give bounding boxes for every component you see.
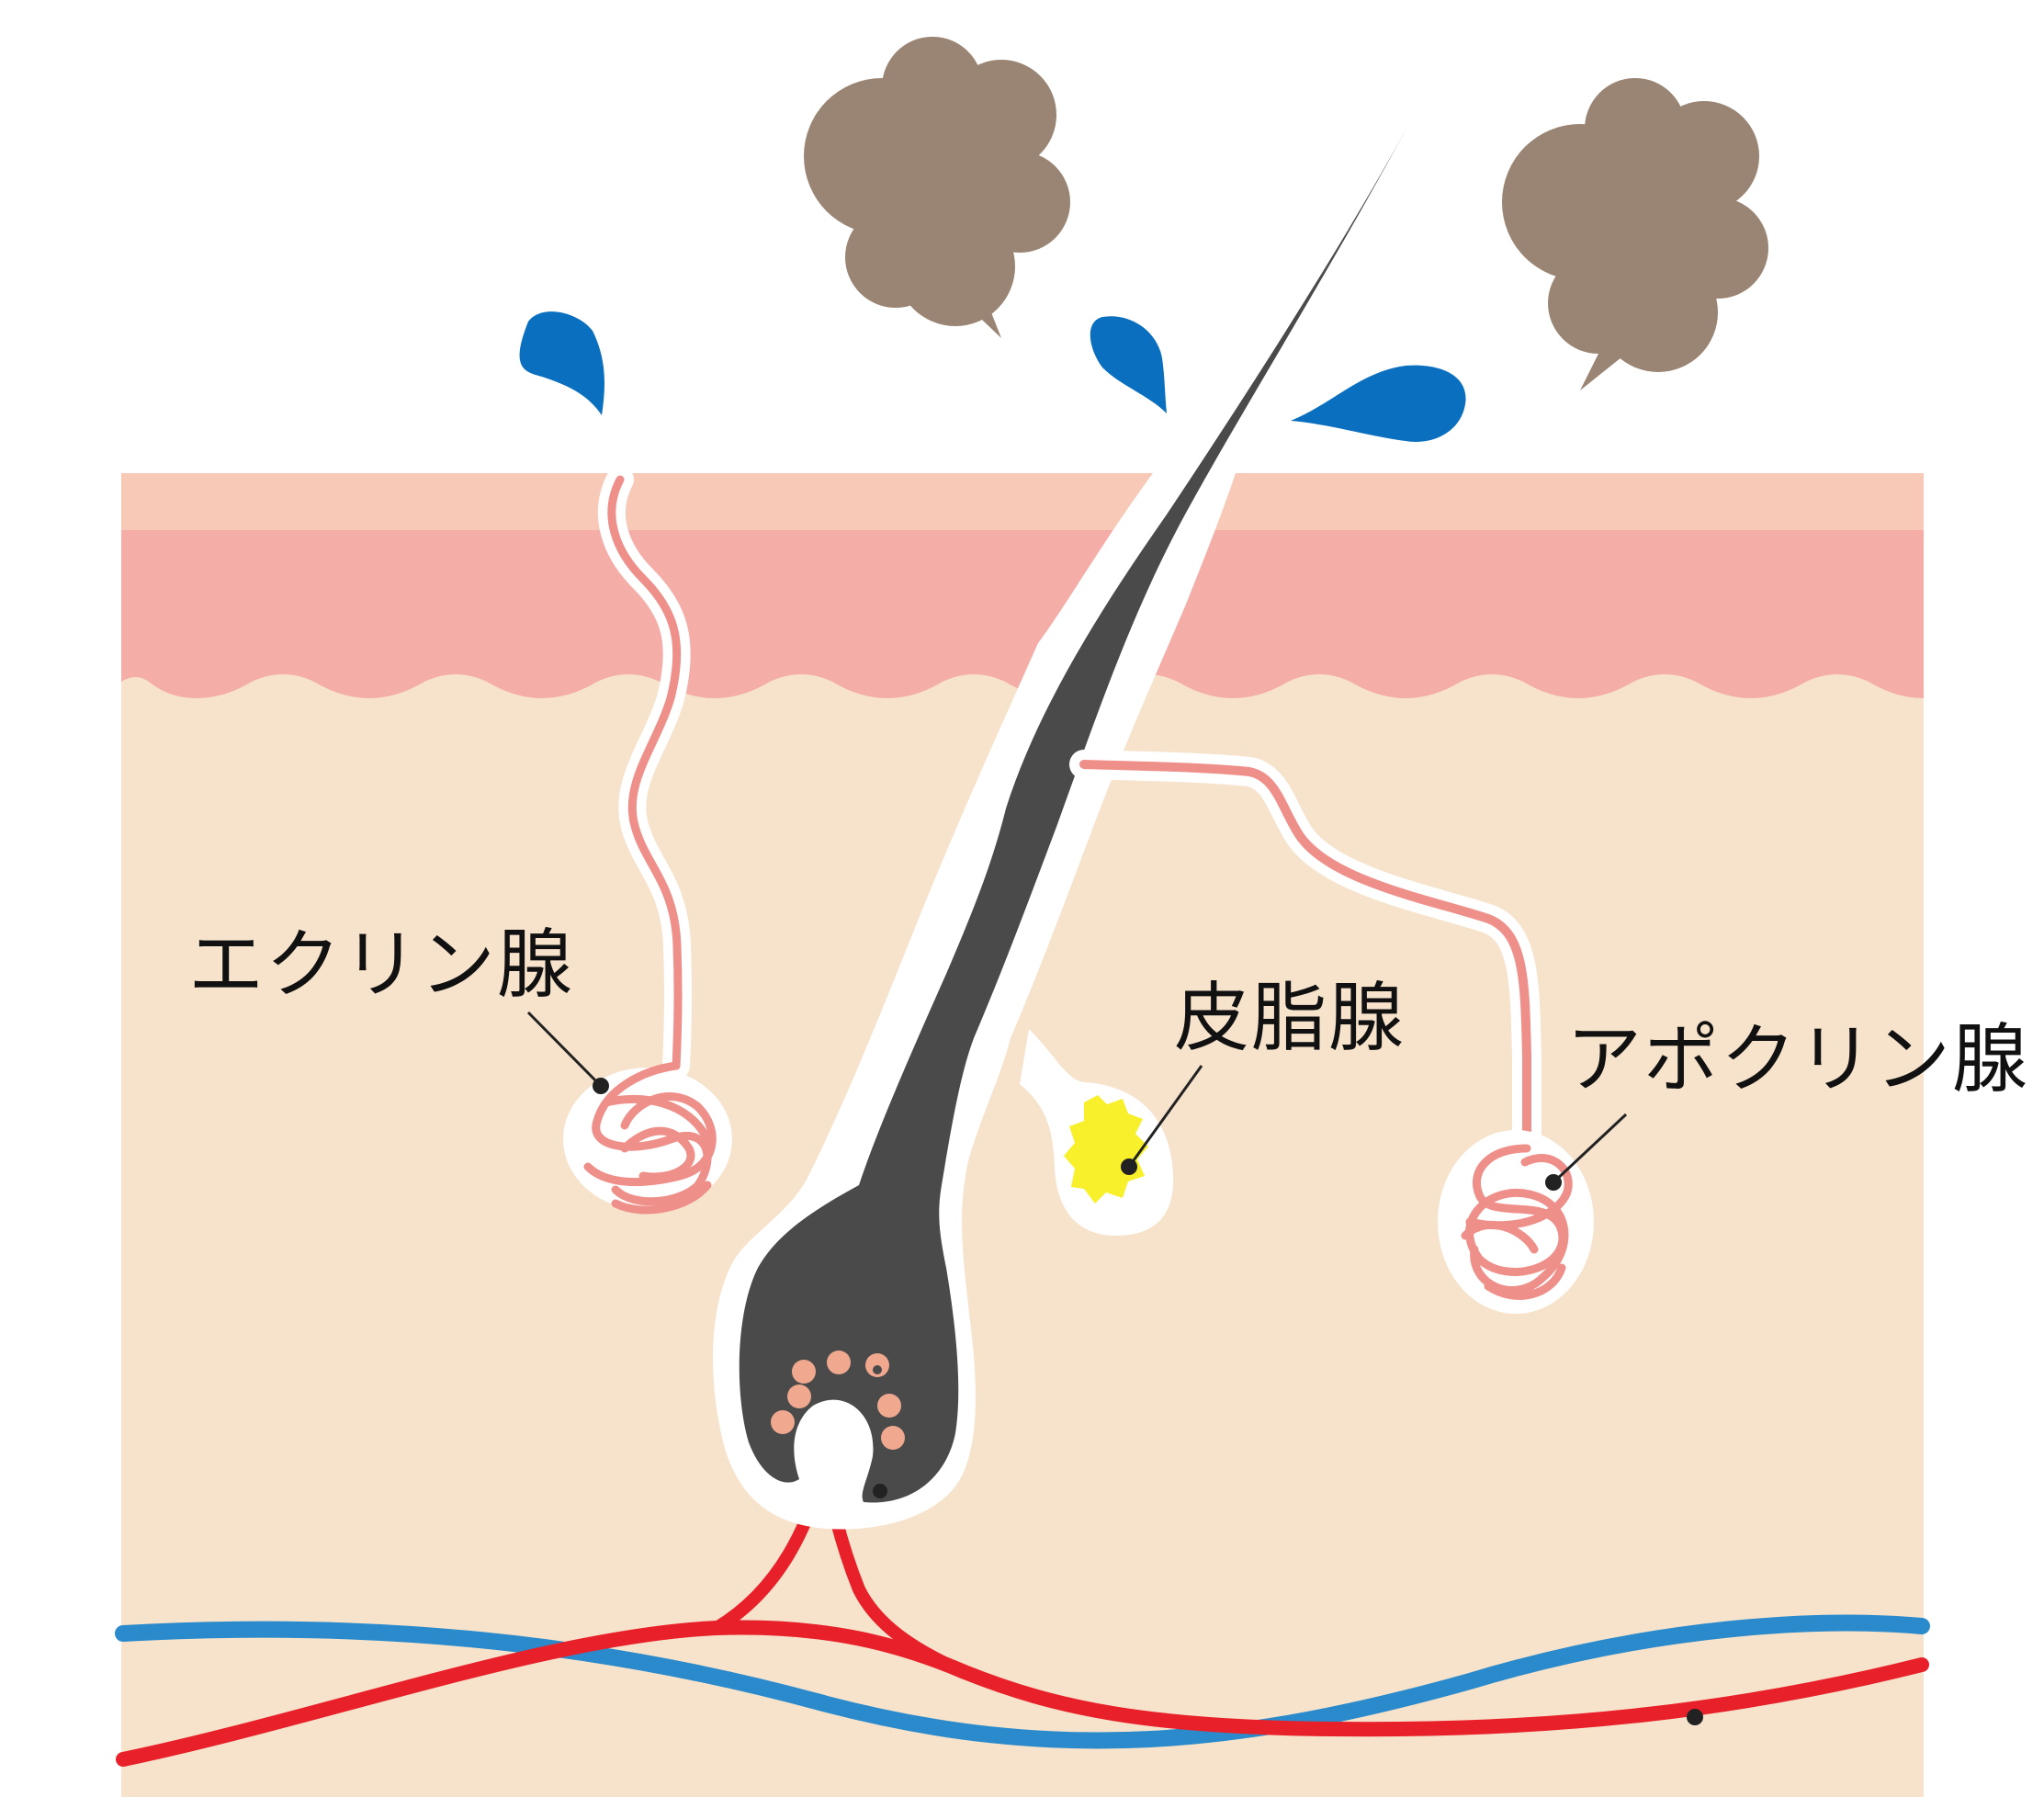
odor-cloud-left xyxy=(804,37,1070,338)
sebaceous-gland-leader-line xyxy=(1127,1065,1203,1168)
eccrine-gland-coil xyxy=(583,1061,717,1215)
apocrine-gland-coil xyxy=(1461,1144,1573,1300)
hair-papilla-cells xyxy=(771,1351,905,1498)
apocrine-gland-leader-line xyxy=(1552,1113,1628,1184)
eccrine-duct xyxy=(607,475,683,1070)
vessel-marker xyxy=(1687,1709,1703,1725)
hair-shaft xyxy=(859,127,1407,1185)
apocrine-duct xyxy=(1079,760,1531,1153)
odor-cloud-right xyxy=(1502,78,1768,390)
sweat-drop-left xyxy=(519,311,604,415)
apocrine-gland-label: アポクリン腺 xyxy=(1566,1016,2030,1103)
vein xyxy=(115,1614,1930,1749)
stratum-corneum-layer xyxy=(121,473,1924,530)
sebaceous-gland-label: 皮脂腺 xyxy=(1174,975,1406,1062)
eccrine-gland-leader-line xyxy=(526,1011,603,1088)
sebum xyxy=(1064,1095,1148,1204)
eccrine-gland-label: エクリン腺 xyxy=(188,921,575,1009)
artery xyxy=(116,1620,1929,1767)
sweat-drop-right xyxy=(1291,365,1466,442)
sweat-drop-center xyxy=(1090,316,1167,413)
